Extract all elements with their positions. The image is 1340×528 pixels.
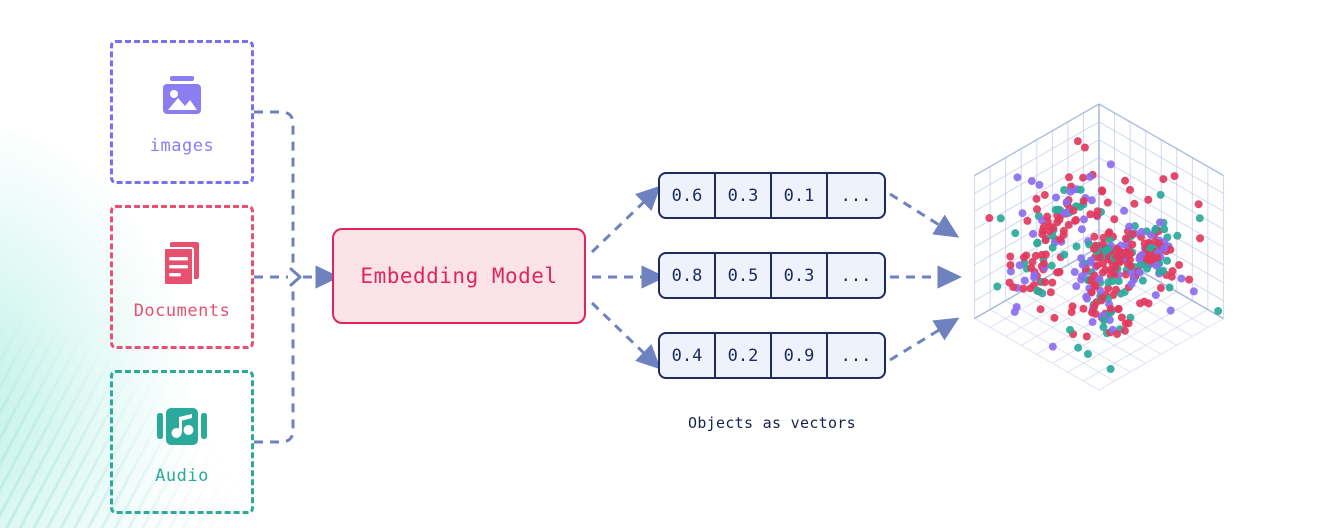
image-icon [156,68,208,126]
source-label-images: images [149,136,215,156]
embedding-model-box[interactable]: Embedding Model [332,228,586,324]
source-label-documents: Documents [133,301,231,321]
vector-cell: 0.2 [716,334,772,377]
vector-cell: ... [840,185,872,206]
vector-cell: ... [840,265,872,286]
vector-cell: 0.4 [660,334,716,377]
source-card-audio[interactable]: Audio [110,370,254,514]
vector-cell: 0.9 [772,334,828,377]
source-card-documents[interactable]: Documents [110,205,254,349]
vector-cell: 0.1 [772,174,828,217]
vector-cell: 0.3 [716,174,772,217]
vector-cell: ... [840,345,872,366]
vectors-caption: Objects as vectors [688,414,856,432]
source-card-images[interactable]: images [110,40,254,184]
vector-row[interactable]: 0.8 0.5 0.3 ... [658,252,886,299]
vector-cell: 0.3 [772,254,828,297]
source-label-audio: Audio [155,466,209,486]
vector-cell: 0.5 [716,254,772,297]
vector-cell: 0.6 [660,174,716,217]
vector-row[interactable]: 0.6 0.3 0.1 ... [658,172,886,219]
vector-row[interactable]: 0.4 0.2 0.9 ... [658,332,886,379]
vector-cell: 0.8 [660,254,716,297]
embedding-model-label: Embedding Model [360,264,558,288]
audio-icon [156,398,208,456]
documents-icon [156,233,208,291]
